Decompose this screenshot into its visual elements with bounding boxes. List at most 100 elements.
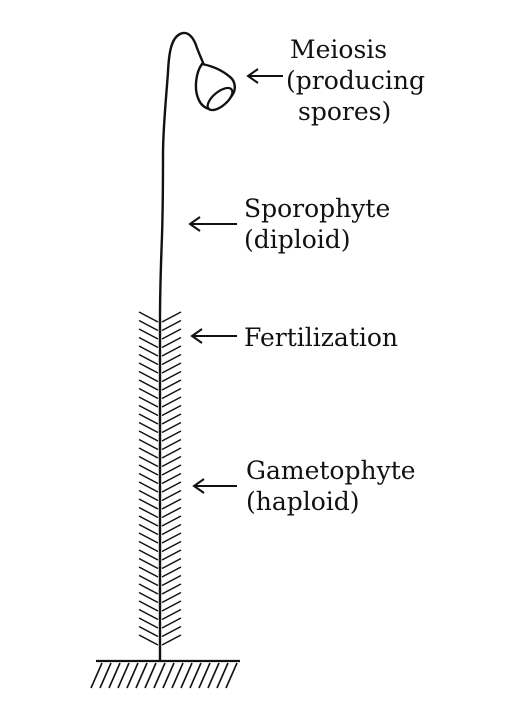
- leaf-left: [138, 311, 159, 323]
- ground: [90, 659, 240, 689]
- leaf-right: [161, 311, 182, 323]
- leaf-left: [138, 353, 159, 366]
- ground-hatch-stroke: [144, 662, 157, 689]
- gametophyte-label-line-2: (haploid): [246, 487, 360, 516]
- leaf-left: [138, 379, 159, 391]
- gametophyte-label-line-1: Gametophyte: [246, 456, 416, 485]
- leaf-right: [161, 413, 182, 425]
- leaf-right: [161, 617, 182, 629]
- ground-hatch-stroke: [198, 662, 211, 689]
- leaf-left: [138, 600, 159, 612]
- leaf-left: [138, 625, 159, 638]
- leaf-right: [161, 608, 182, 621]
- leaf-right: [161, 591, 182, 604]
- leaf-right: [161, 574, 182, 587]
- leaf-right: [161, 421, 182, 434]
- sporophyte-label-line-1: Sporophyte: [244, 194, 391, 223]
- leaf-left: [138, 430, 159, 442]
- leaf-right: [161, 498, 182, 510]
- sporophyte-label-line-2: (diploid): [244, 225, 351, 254]
- gametophyte-arrow: [192, 478, 237, 494]
- leaf-right: [161, 515, 182, 527]
- ground-hatch-stroke: [225, 662, 238, 689]
- ground-hatch-stroke: [108, 662, 121, 689]
- leaf-right: [161, 379, 182, 391]
- leaf-right: [161, 472, 182, 485]
- leaf-right: [161, 438, 182, 451]
- sporophyte-label: Sporophyte (diploid): [244, 193, 390, 255]
- leaf-right: [161, 447, 182, 459]
- leaf-left: [138, 498, 159, 510]
- leaf-left: [138, 506, 159, 519]
- leaf-left: [138, 387, 159, 400]
- leaf-left: [138, 472, 159, 485]
- gametophyte-leaves: [138, 311, 182, 646]
- ground-hatch-stroke: [216, 662, 229, 689]
- leaf-left: [138, 319, 159, 332]
- leaf-left: [138, 404, 159, 417]
- leaf-right: [161, 464, 182, 476]
- ground-hatching: [90, 662, 238, 689]
- ground-hatch-stroke: [180, 662, 193, 689]
- leaf-right: [161, 336, 182, 349]
- leaf-right: [161, 430, 182, 442]
- leaf-right: [161, 583, 182, 595]
- leaf-left: [138, 608, 159, 621]
- meiosis-label: Meiosis (producing spores): [286, 34, 425, 127]
- leaf-left: [138, 617, 159, 629]
- leaf-right: [161, 345, 182, 357]
- ground-hatch-stroke: [135, 662, 148, 689]
- leaf-left: [138, 455, 159, 468]
- leaf-left: [138, 481, 159, 493]
- ground-hatch-stroke: [90, 662, 103, 689]
- leaf-left: [138, 566, 159, 578]
- leaf-right: [161, 362, 182, 374]
- leaf-right: [161, 489, 182, 502]
- leaf-left: [138, 336, 159, 349]
- leaf-right: [161, 387, 182, 400]
- leaf-right: [161, 557, 182, 570]
- meiosis-label-line-3: spores): [298, 97, 392, 126]
- meiosis-label-line-2: (producing: [286, 66, 425, 95]
- gametophyte-label: Gametophyte (haploid): [246, 455, 416, 517]
- leaf-left: [138, 515, 159, 527]
- leaf-left: [138, 345, 159, 357]
- leaf-left: [138, 523, 159, 536]
- ground-hatch-stroke: [207, 662, 220, 689]
- ground-hatch-stroke: [126, 662, 139, 689]
- leaf-left: [138, 328, 159, 340]
- leaf-right: [161, 328, 182, 340]
- capsule-mouth: [206, 86, 234, 112]
- ground-hatch-stroke: [117, 662, 130, 689]
- sporophyte-seta: [158, 31, 207, 319]
- leaf-left: [138, 583, 159, 595]
- leaf-left: [138, 464, 159, 476]
- leaf-left: [138, 447, 159, 459]
- leaf-right: [161, 549, 182, 561]
- leaf-right: [161, 566, 182, 578]
- leaf-right: [161, 523, 182, 536]
- meiosis-arrow: [246, 68, 283, 84]
- ground-hatch-stroke: [189, 662, 202, 689]
- fertilization-label: Fertilization: [244, 322, 398, 353]
- leaf-right: [161, 404, 182, 417]
- leaf-left: [138, 540, 159, 553]
- leaf-left: [138, 557, 159, 570]
- leaf-right: [161, 481, 182, 493]
- leaf-right: [161, 506, 182, 519]
- leaf-right: [161, 532, 182, 544]
- leaf-left: [138, 574, 159, 587]
- ground-hatch-stroke: [171, 662, 184, 689]
- ground-hatch-stroke: [162, 662, 175, 689]
- leaf-left: [138, 438, 159, 451]
- leaf-left: [138, 549, 159, 561]
- ground-hatch-stroke: [153, 662, 166, 689]
- leaf-right: [161, 396, 182, 408]
- leaf-left: [138, 362, 159, 374]
- leaf-right: [161, 455, 182, 468]
- spore-capsule: [194, 62, 236, 112]
- meiosis-label-line-1: Meiosis: [290, 35, 388, 64]
- leaf-left: [138, 370, 159, 383]
- leaf-right: [161, 634, 182, 646]
